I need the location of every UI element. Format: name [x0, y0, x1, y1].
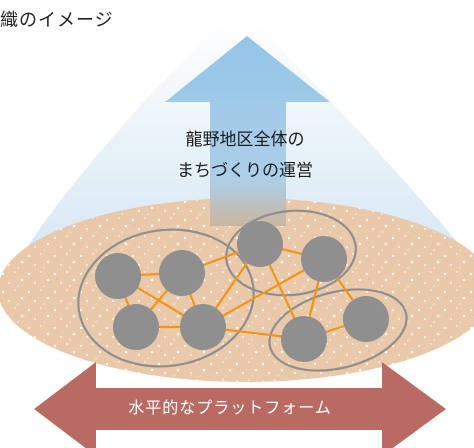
- group-outline-g3: [268, 288, 408, 372]
- node-n5: [237, 221, 283, 267]
- node-n3: [113, 304, 159, 350]
- link-n4-n6: [202, 258, 325, 328]
- upward-arrow: [165, 36, 330, 226]
- group-outline-g1: [77, 228, 255, 368]
- top-label-line2: まちづくりの運営: [177, 161, 313, 181]
- group-outline-g2: [225, 209, 357, 297]
- node-n8: [343, 296, 389, 342]
- node-n1: [95, 253, 141, 299]
- horizontal-double-arrow: [34, 362, 446, 448]
- horizontal-arrow-label: 水平的なプラットフォーム: [128, 398, 332, 417]
- diagram-title: 織のイメージ: [0, 10, 114, 31]
- node-n6: [301, 236, 347, 282]
- node-n2: [159, 250, 205, 296]
- node-n4: [180, 304, 226, 350]
- top-label-line1: 龍野地区全体の: [185, 130, 305, 150]
- node-n7: [281, 316, 327, 362]
